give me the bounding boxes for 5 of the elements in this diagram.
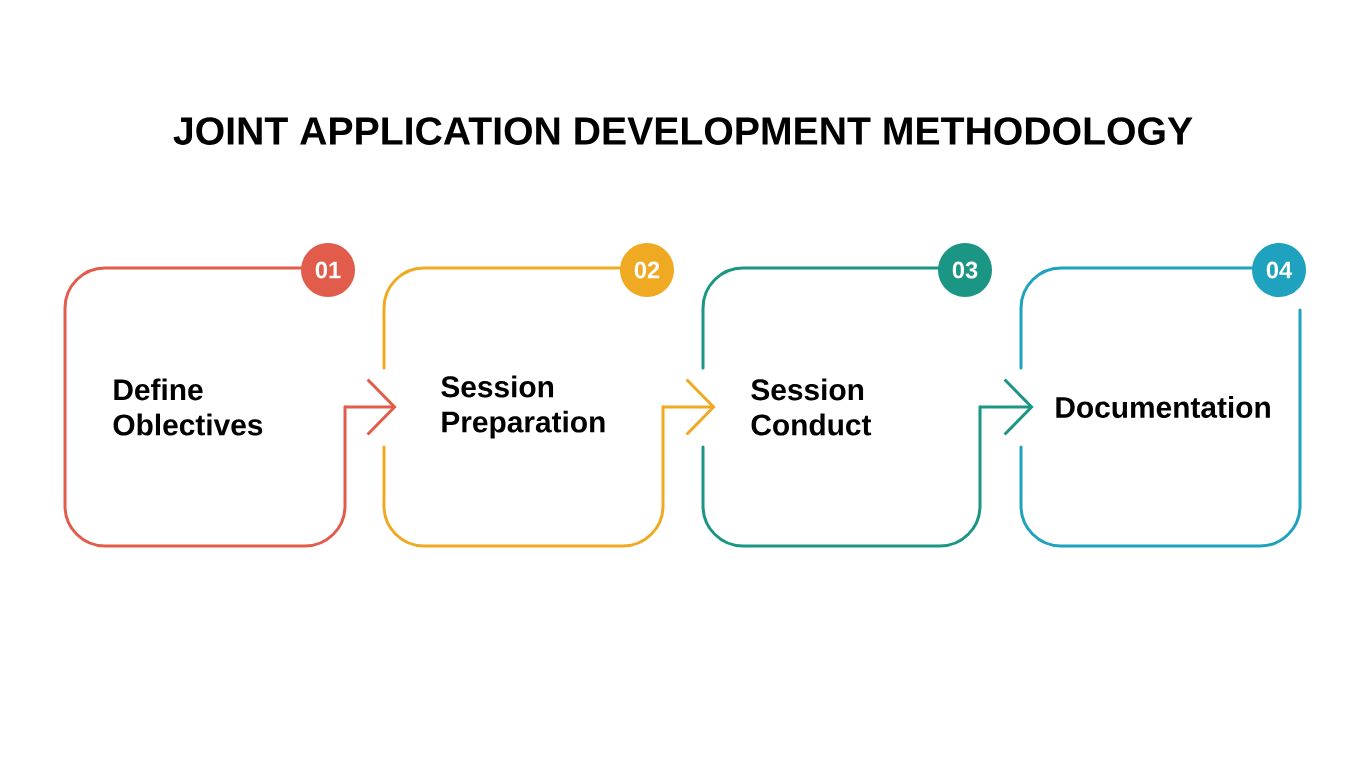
- number-badge: 02: [620, 243, 674, 297]
- number-badge: 04: [1252, 243, 1306, 297]
- title: JOINT APPLICATION DEVELOPMENT METHODOLOGY: [173, 117, 1193, 145]
- number-badge: 01: [301, 243, 355, 297]
- number-badge: 03: [938, 243, 992, 297]
